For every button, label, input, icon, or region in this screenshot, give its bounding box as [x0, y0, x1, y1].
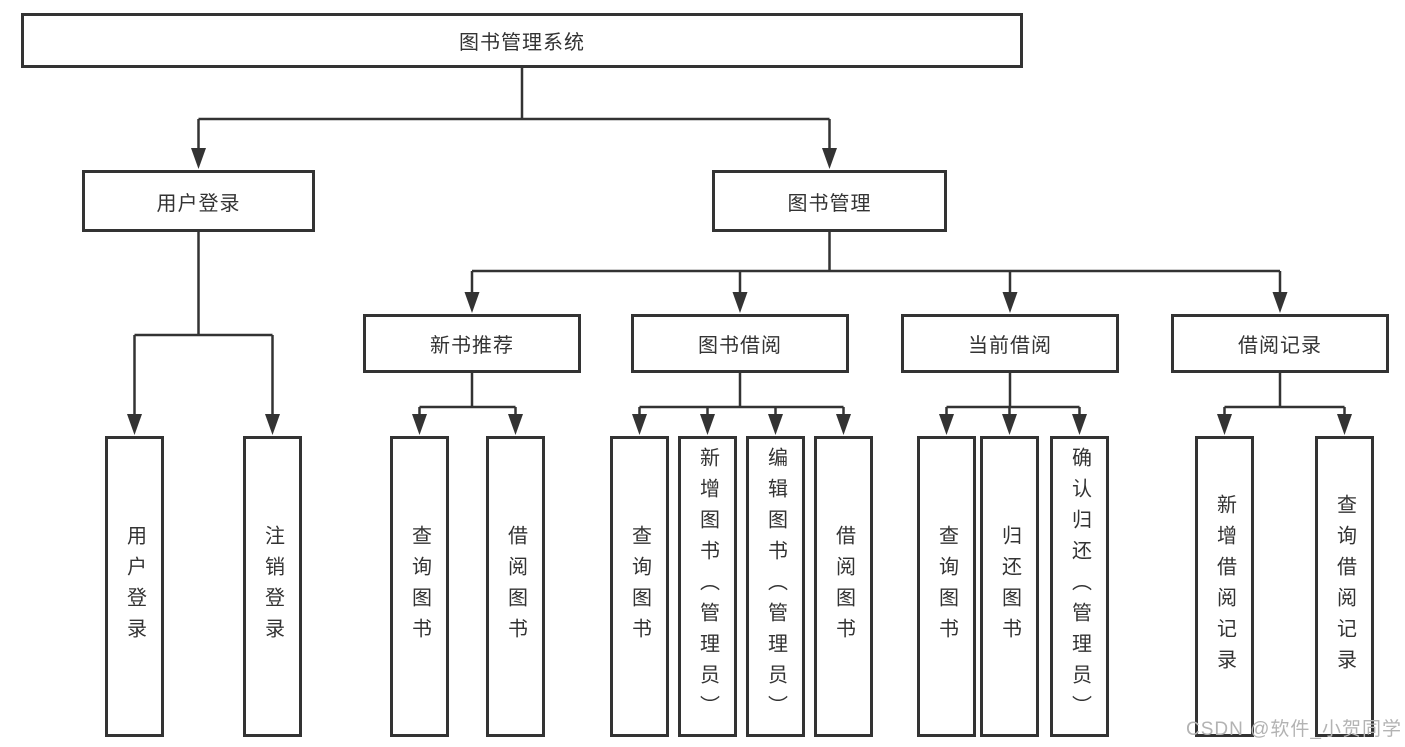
arrow-down-icon	[265, 414, 280, 435]
node-leaf-return-books: 归还图书	[980, 436, 1039, 737]
node-leaf-query-books-2-label: 查询图书	[628, 524, 651, 649]
node-root-label: 图书管理系统	[459, 32, 585, 54]
connector-book-borrow-to-leaves	[638, 373, 845, 420]
node-leaf-borrow-books-2: 借阅图书	[814, 436, 873, 737]
arrowheads	[127, 148, 1352, 435]
arrow-down-icon	[508, 414, 523, 435]
node-leaf-borrow-books-1-label: 借阅图书	[504, 524, 527, 649]
node-leaf-query-books-1: 查询图书	[390, 436, 449, 737]
node-leaf-add-books-admin: 新增图书（管理员）	[678, 436, 737, 737]
arrow-down-icon	[939, 414, 954, 435]
node-leaf-query-books-2: 查询图书	[610, 436, 669, 737]
node-current-borrowing-label: 当前借阅	[968, 335, 1052, 357]
connector-borrow-records-to-leaves	[1223, 373, 1346, 420]
arrow-down-icon	[836, 414, 851, 435]
connector-new-book-rec-to-leaves	[418, 373, 517, 420]
node-leaf-user-login: 用户登录	[105, 436, 164, 737]
node-leaf-user-login-label: 用户登录	[123, 524, 146, 649]
node-leaf-edit-books-admin: 编辑图书（管理员）	[746, 436, 805, 737]
node-leaf-logout-label: 注销登录	[261, 524, 284, 649]
connector-user-login-to-leaves	[133, 232, 274, 420]
node-leaf-add-borrow-record: 新增借阅记录	[1195, 436, 1254, 737]
node-user-login: 用户登录	[82, 170, 315, 232]
arrow-down-icon	[732, 292, 748, 313]
node-leaf-query-books-1-label: 查询图书	[408, 524, 431, 649]
node-leaf-query-books-3-label: 查询图书	[935, 524, 958, 649]
node-new-book-recommend: 新书推荐	[363, 314, 581, 373]
node-book-management-label: 图书管理	[787, 192, 872, 215]
node-leaf-add-books-admin-label: 新增图书（管理员）	[696, 447, 719, 726]
connector-current-borrow-to-leaves	[945, 373, 1081, 420]
node-leaf-confirm-return-admin-label: 确认归还（管理员）	[1068, 447, 1091, 726]
node-borrowing-records: 借阅记录	[1171, 314, 1389, 373]
node-user-login-label: 用户登录	[156, 192, 241, 215]
arrow-down-icon	[632, 414, 647, 435]
node-leaf-query-borrow-record-label: 查询借阅记录	[1333, 493, 1356, 680]
node-root: 图书管理系统	[21, 13, 1023, 68]
arrow-down-icon	[1002, 292, 1018, 313]
node-book-borrowing-label: 图书借阅	[698, 335, 782, 357]
node-leaf-logout: 注销登录	[243, 436, 302, 737]
node-leaf-return-books-label: 归还图书	[998, 524, 1021, 649]
arrow-down-icon	[822, 148, 837, 169]
arrow-down-icon	[1217, 414, 1232, 435]
node-leaf-borrow-books-1: 借阅图书	[486, 436, 545, 737]
arrow-down-icon	[700, 414, 715, 435]
arrow-down-icon	[1072, 414, 1087, 435]
arrow-down-icon	[464, 292, 480, 313]
node-current-borrowing: 当前借阅	[901, 314, 1119, 373]
arrow-down-icon	[127, 414, 142, 435]
node-leaf-add-borrow-record-label: 新增借阅记录	[1213, 493, 1236, 680]
arrow-down-icon	[1337, 414, 1352, 435]
connector-book-mgmt-to-level3	[470, 232, 1282, 298]
node-new-book-recommend-label: 新书推荐	[430, 335, 514, 357]
connector-paths	[133, 68, 1346, 420]
arrow-down-icon	[1002, 414, 1017, 435]
arrow-down-icon	[1272, 292, 1288, 313]
node-leaf-query-books-3: 查询图书	[917, 436, 976, 737]
node-leaf-borrow-books-2-label: 借阅图书	[832, 524, 855, 649]
node-leaf-confirm-return-admin: 确认归还（管理员）	[1050, 436, 1109, 737]
arrow-down-icon	[768, 414, 783, 435]
arrow-down-icon	[412, 414, 427, 435]
arrow-down-icon	[191, 148, 206, 169]
watermark: CSDN @软件_小贺同学	[1186, 719, 1402, 740]
node-leaf-edit-books-admin-label: 编辑图书（管理员）	[764, 447, 787, 726]
node-book-management: 图书管理	[712, 170, 947, 232]
node-leaf-query-borrow-record: 查询借阅记录	[1315, 436, 1374, 737]
node-borrowing-records-label: 借阅记录	[1238, 335, 1322, 357]
connector-root-to-level2	[197, 68, 831, 154]
node-book-borrowing: 图书借阅	[631, 314, 849, 373]
